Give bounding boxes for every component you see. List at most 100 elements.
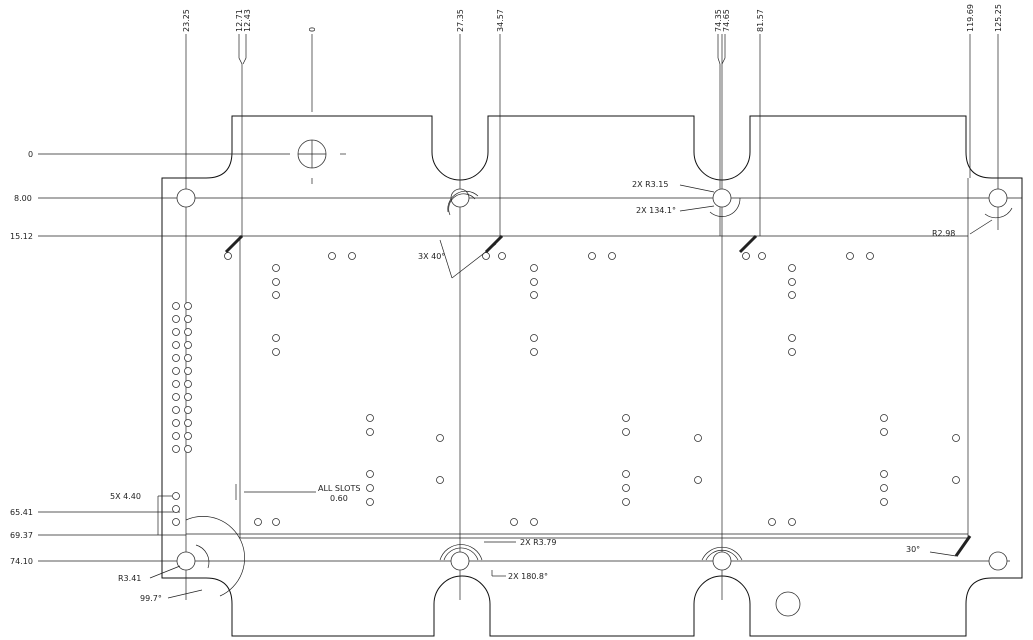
- small-hole: [530, 278, 538, 286]
- small-hole: [530, 334, 538, 342]
- small-hole: [184, 432, 192, 440]
- y-dimension-labels: 0 8.00 15.12 65.41 69.37 74.10: [10, 150, 33, 566]
- small-hole: [588, 252, 596, 260]
- small-hole: [694, 434, 702, 442]
- mounting-holes: [176, 188, 1013, 617]
- small-hole: [172, 367, 180, 375]
- small-hole: [788, 264, 796, 272]
- small-hole: [366, 470, 374, 478]
- note-3x-40: 3X 40°: [418, 252, 445, 261]
- small-hole: [328, 252, 336, 260]
- small-hole: [622, 414, 630, 422]
- small-hole: [788, 518, 796, 526]
- dimension-leaders: [149, 184, 993, 599]
- small-hole: [172, 393, 180, 401]
- small-hole: [348, 252, 356, 260]
- note-r2-98: R2.98: [932, 229, 955, 238]
- small-hole: [272, 518, 280, 526]
- small-hole: [530, 264, 538, 272]
- small-hole: [622, 428, 630, 436]
- small-hole: [184, 328, 192, 336]
- note-30: 30°: [906, 545, 920, 554]
- note-2x-r315: 2X R3.15: [632, 180, 668, 189]
- small-hole: [184, 315, 192, 323]
- small-hole: [172, 445, 180, 453]
- note-2x-134-1: 2X 134.1°: [636, 206, 676, 215]
- note-2x-180-8: 2X 180.8°: [508, 572, 548, 581]
- small-hole: [272, 264, 280, 272]
- small-hole: [788, 334, 796, 342]
- small-hole: [224, 252, 232, 260]
- small-hole: [184, 380, 192, 388]
- small-hole: [172, 354, 180, 362]
- small-hole: [254, 518, 262, 526]
- small-hole: [510, 518, 518, 526]
- small-hole: [172, 432, 180, 440]
- xdim-125-25: 125.25: [994, 4, 1003, 32]
- x-dimension-labels: 23.25 12.71 12.43 0 27.35 34.57 74.35 74…: [182, 4, 1003, 32]
- small-hole: [272, 348, 280, 356]
- small-hole: [846, 252, 854, 260]
- ydim-65-41: 65.41: [10, 508, 33, 517]
- small-hole: [272, 278, 280, 286]
- small-hole: [172, 518, 180, 526]
- small-hole: [184, 302, 192, 310]
- callouts: 2X R3.15 2X 134.1° R2.98 3X 40° ALL SLOT…: [110, 180, 955, 603]
- small-hole: [172, 315, 180, 323]
- xdim-34-57: 34.57: [496, 9, 505, 32]
- ydim-69-37: 69.37: [10, 531, 33, 540]
- small-hole: [172, 302, 180, 310]
- small-hole: [952, 434, 960, 442]
- small-hole: [742, 252, 750, 260]
- note-r3-41: R3.41: [118, 574, 141, 583]
- small-hole: [272, 334, 280, 342]
- small-hole: [184, 367, 192, 375]
- small-hole: [482, 252, 490, 260]
- small-hole: [172, 419, 180, 427]
- small-hole: [530, 291, 538, 299]
- xdim-27-35: 27.35: [456, 9, 465, 32]
- small-hole: [788, 291, 796, 299]
- small-hole: [880, 414, 888, 422]
- small-hole: [172, 328, 180, 336]
- small-hole: [694, 476, 702, 484]
- small-hole: [272, 291, 280, 299]
- small-hole: [530, 518, 538, 526]
- small-hole: [184, 341, 192, 349]
- small-hole: [436, 476, 444, 484]
- small-hole: [172, 505, 180, 513]
- ydim-74-10: 74.10: [10, 557, 33, 566]
- small-hole: [184, 354, 192, 362]
- small-hole: [880, 428, 888, 436]
- small-hole: [184, 393, 192, 401]
- small-hole: [172, 406, 180, 414]
- small-hole: [880, 470, 888, 478]
- ydim-0: 0: [28, 150, 33, 159]
- small-hole: [436, 434, 444, 442]
- xdim-0: 0: [308, 27, 317, 32]
- small-hole: [184, 445, 192, 453]
- small-hole: [768, 518, 776, 526]
- small-hole: [622, 498, 630, 506]
- xdim-74-35: 74.35: [714, 9, 723, 32]
- xdim-74-65: 74.65: [722, 9, 731, 32]
- note-5x-4-40: 5X 4.40: [110, 492, 141, 501]
- small-hole: [172, 380, 180, 388]
- small-hole: [366, 414, 374, 422]
- xdim-81-57: 81.57: [756, 9, 765, 32]
- note-2x-r3-79: 2X R3.79: [520, 538, 556, 547]
- small-hole: [366, 428, 374, 436]
- note-99-7: 99.7°: [140, 594, 162, 603]
- small-hole: [184, 406, 192, 414]
- small-hole: [880, 498, 888, 506]
- xdim-12-43: 12.43: [243, 9, 252, 32]
- small-hole: [366, 484, 374, 492]
- small-hole: [758, 252, 766, 260]
- angled-slots: [224, 234, 972, 557]
- origin-mark: [297, 139, 346, 184]
- small-hole: [788, 348, 796, 356]
- small-hole: [530, 348, 538, 356]
- small-hole: [952, 476, 960, 484]
- small-hole: [366, 498, 374, 506]
